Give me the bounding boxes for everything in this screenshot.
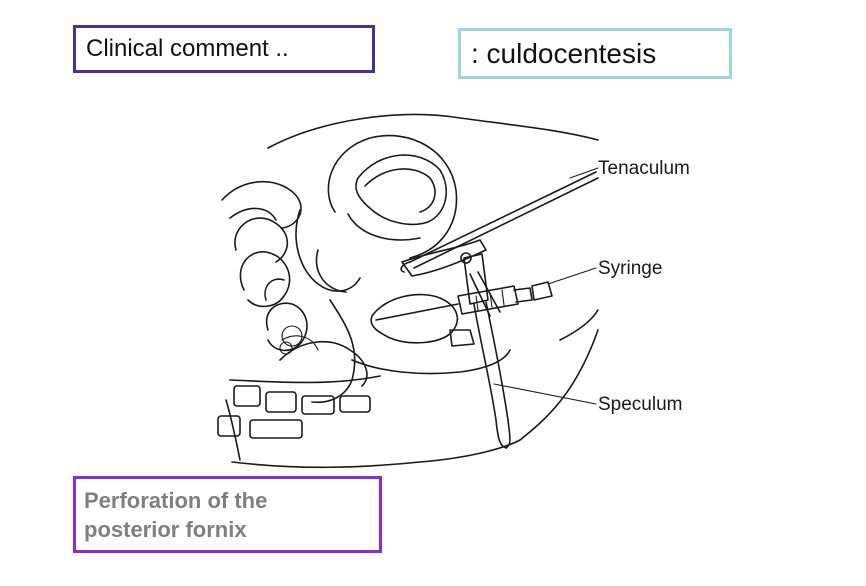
label-tenaculum: Tenaculum	[598, 158, 690, 179]
clinical-comment-box: Clinical comment ..	[73, 25, 375, 73]
speculum-instrument	[401, 239, 511, 449]
label-speculum: Speculum	[598, 394, 683, 415]
procedure-title-box: : culdocentesis	[458, 28, 732, 79]
caption-line-1: Perforation of the	[84, 488, 268, 513]
leader-lines	[493, 167, 599, 405]
intestinal-loops	[221, 180, 368, 387]
procedure-title-text: : culdocentesis	[471, 37, 657, 69]
clinical-comment-text: Clinical comment ..	[86, 35, 289, 62]
caption-box: Perforation of the posterior fornix	[73, 476, 382, 553]
sacrum-vertebrae	[217, 375, 381, 439]
body-contour	[225, 113, 599, 469]
tenaculum-instrument	[400, 171, 599, 273]
label-syringe: Syringe	[598, 258, 662, 279]
uterus-outline	[327, 134, 458, 259]
syringe-instrument	[375, 281, 553, 321]
caption-line-2: posterior fornix	[84, 517, 247, 542]
